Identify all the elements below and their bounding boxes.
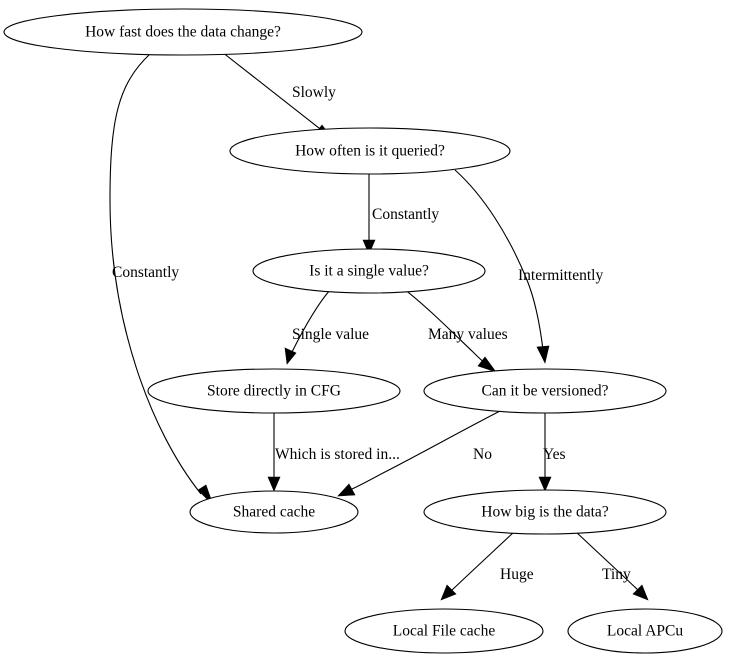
edge-single_value-to-versioned bbox=[403, 288, 497, 373]
edge-line bbox=[109, 53, 202, 495]
node-label: Is it a single value? bbox=[309, 263, 429, 280]
edge-label: Yes bbox=[543, 446, 566, 463]
node-local_file[interactable]: Local File cache bbox=[344, 608, 544, 654]
arrowhead-icon bbox=[284, 347, 297, 365]
arrowhead-icon bbox=[267, 476, 281, 492]
edge-store_cfg-to-shared_cache bbox=[267, 413, 281, 492]
edge-label: Many values bbox=[428, 326, 508, 343]
node-data_change[interactable]: How fast does the data change? bbox=[3, 8, 363, 56]
edge-line bbox=[403, 288, 487, 365]
node-label: How big is the data? bbox=[481, 504, 609, 521]
edge-single_value-to-store_cfg bbox=[284, 289, 331, 365]
node-local_apcu[interactable]: Local APCu bbox=[567, 608, 723, 654]
arrowhead-icon bbox=[536, 345, 550, 364]
edge-line bbox=[349, 407, 507, 491]
node-label: Local File cache bbox=[393, 623, 496, 640]
node-label: Local APCu bbox=[607, 623, 683, 640]
arrowhead-icon bbox=[362, 239, 376, 255]
edge-label: Constantly bbox=[112, 264, 179, 281]
edge-label: Which is stored in... bbox=[275, 446, 400, 463]
edges-layer bbox=[109, 51, 649, 601]
node-shape-ellipse bbox=[344, 608, 544, 654]
node-store_cfg[interactable]: Store directly in CFG bbox=[147, 368, 401, 414]
node-shape-ellipse bbox=[423, 489, 667, 535]
node-shape-ellipse bbox=[189, 490, 359, 534]
node-versioned[interactable]: Can it be versioned? bbox=[423, 368, 667, 414]
node-how_big[interactable]: How big is the data? bbox=[423, 489, 667, 535]
node-shared_cache[interactable]: Shared cache bbox=[189, 490, 359, 534]
edge-labels-layer: ConstantlySlowlyConstantlyIntermittently… bbox=[112, 84, 631, 583]
node-shape-ellipse bbox=[3, 8, 363, 56]
arrowhead-icon bbox=[632, 584, 649, 601]
node-shape-ellipse bbox=[567, 608, 723, 654]
edge-label: Intermittently bbox=[518, 267, 603, 284]
edge-line bbox=[291, 289, 331, 353]
edge-line bbox=[450, 530, 516, 592]
edge-label: No bbox=[473, 446, 492, 463]
node-shape-ellipse bbox=[147, 368, 401, 414]
edge-label: Huge bbox=[500, 566, 534, 583]
arrowhead-icon bbox=[538, 476, 552, 492]
node-label: Shared cache bbox=[233, 504, 315, 521]
edge-how_big-to-local_file bbox=[440, 530, 516, 601]
edge-label: Tiny bbox=[602, 566, 631, 583]
edge-how_often-to-versioned bbox=[454, 169, 550, 364]
edge-label: Single value bbox=[292, 326, 369, 343]
arrowhead-icon bbox=[477, 356, 497, 373]
arrowhead-icon bbox=[337, 483, 356, 497]
edge-line bbox=[221, 51, 325, 133]
node-how_often[interactable]: How often is it queried? bbox=[229, 127, 511, 175]
node-shape-ellipse bbox=[423, 368, 667, 414]
edge-label: Constantly bbox=[372, 206, 439, 223]
node-shape-ellipse bbox=[229, 127, 511, 175]
node-label: Store directly in CFG bbox=[207, 383, 341, 400]
edge-how_big-to-local_apcu bbox=[574, 530, 649, 601]
edge-versioned-to-shared_cache bbox=[337, 407, 507, 497]
edge-how_often-to-single_value bbox=[362, 174, 376, 255]
edge-versioned-to-how_big bbox=[538, 413, 552, 492]
arrowhead-icon bbox=[440, 584, 457, 601]
node-single_value[interactable]: Is it a single value? bbox=[252, 248, 486, 294]
node-label: How often is it queried? bbox=[295, 143, 445, 160]
node-shape-ellipse bbox=[252, 248, 486, 294]
node-label: How fast does the data change? bbox=[85, 24, 281, 41]
edge-line bbox=[454, 169, 544, 351]
node-label: Can it be versioned? bbox=[482, 383, 609, 400]
edge-label: Slowly bbox=[292, 84, 336, 101]
nodes-layer: How fast does the data change? How often … bbox=[3, 8, 723, 654]
edge-line bbox=[574, 530, 640, 592]
